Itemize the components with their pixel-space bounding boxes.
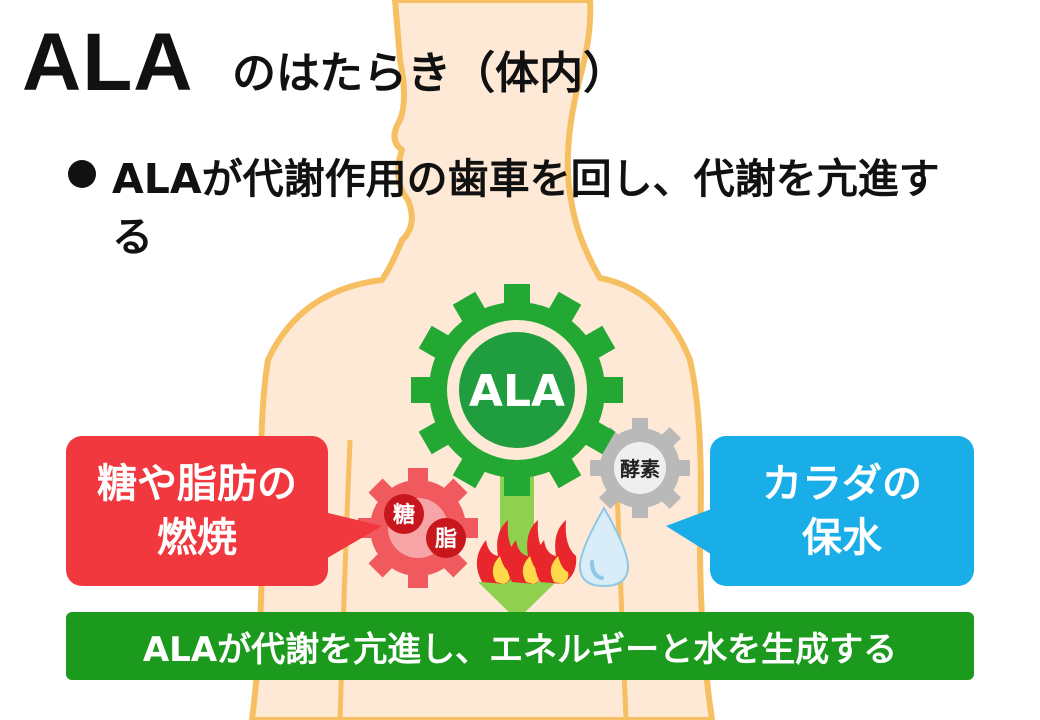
callout-left-pointer	[324, 512, 382, 560]
callout-left: 糖や脂肪の燃焼	[66, 436, 328, 586]
title-sub: のはたらき（体内）	[232, 48, 628, 99]
water-drop-icon	[578, 505, 630, 588]
sugar-label: 糖	[393, 502, 415, 528]
bullet-dot-icon	[68, 160, 96, 188]
callout-left-text: 糖や脂肪の燃焼	[97, 461, 297, 561]
callout-right-text: カラダの保水	[762, 461, 922, 561]
flame-icon	[476, 520, 577, 584]
sugar-badge	[384, 494, 424, 534]
bottom-summary-text: ALAが代謝を亢進し、エネルギーと水を生成する	[142, 629, 898, 670]
title-main: ALA	[22, 17, 194, 108]
enzyme-label: 酵素	[620, 457, 660, 481]
fat-badge	[426, 518, 466, 558]
callout-right: カラダの保水	[710, 436, 974, 586]
ala-gear-label: ALA	[469, 366, 565, 417]
ala-gear-icon	[411, 284, 623, 496]
enzyme-gear-icon	[590, 418, 690, 518]
callout-right-pointer	[666, 508, 714, 556]
fat-label: 脂	[435, 526, 457, 552]
bullet-text: ALAが代謝作用の歯車を回し、代謝を亢進する	[112, 155, 940, 261]
bottom-summary-bar: ALAが代謝を亢進し、エネルギーと水を生成する	[66, 612, 974, 680]
